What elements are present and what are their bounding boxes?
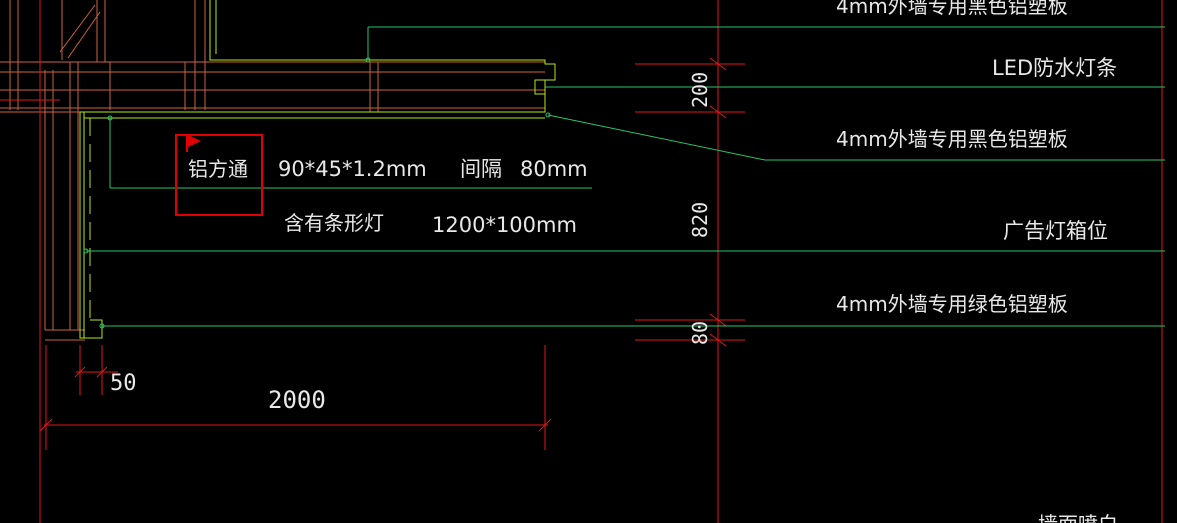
label-ad-box: 广告灯箱位 <box>1003 219 1108 243</box>
note-spacing-value: 80mm <box>520 157 588 181</box>
label-bottom-clipped: 墙面喷白 <box>1038 512 1118 523</box>
dim-80: 80 <box>688 321 712 345</box>
note-alu-spec: 90*45*1.2mm <box>278 157 427 181</box>
highlight-box[interactable] <box>175 134 263 216</box>
dim-820: 820 <box>688 202 712 238</box>
column-structure <box>0 0 545 341</box>
leader-lines <box>83 26 1165 329</box>
note-spacing-label: 间隔 <box>460 157 502 181</box>
dim-50: 50 <box>110 371 137 396</box>
note-alu-tube: 铝方通 <box>188 157 248 181</box>
dim-2000: 2000 <box>268 386 326 414</box>
label-led-strip: LED防水灯条 <box>992 56 1117 80</box>
label-black-panel: 4mm外墙专用黑色铝塑板 <box>836 127 1068 151</box>
panel-outline <box>79 0 556 339</box>
red-flag-icon <box>186 135 201 152</box>
note-lamp-size: 1200*100mm <box>432 213 577 237</box>
label-top-clipped: 4mm外墙专用黑色铝塑板 <box>836 0 1068 18</box>
dim-200: 200 <box>688 72 712 108</box>
label-green-panel: 4mm外墙专用绿色铝塑板 <box>836 292 1068 316</box>
note-lamp: 含有条形灯 <box>284 211 384 235</box>
